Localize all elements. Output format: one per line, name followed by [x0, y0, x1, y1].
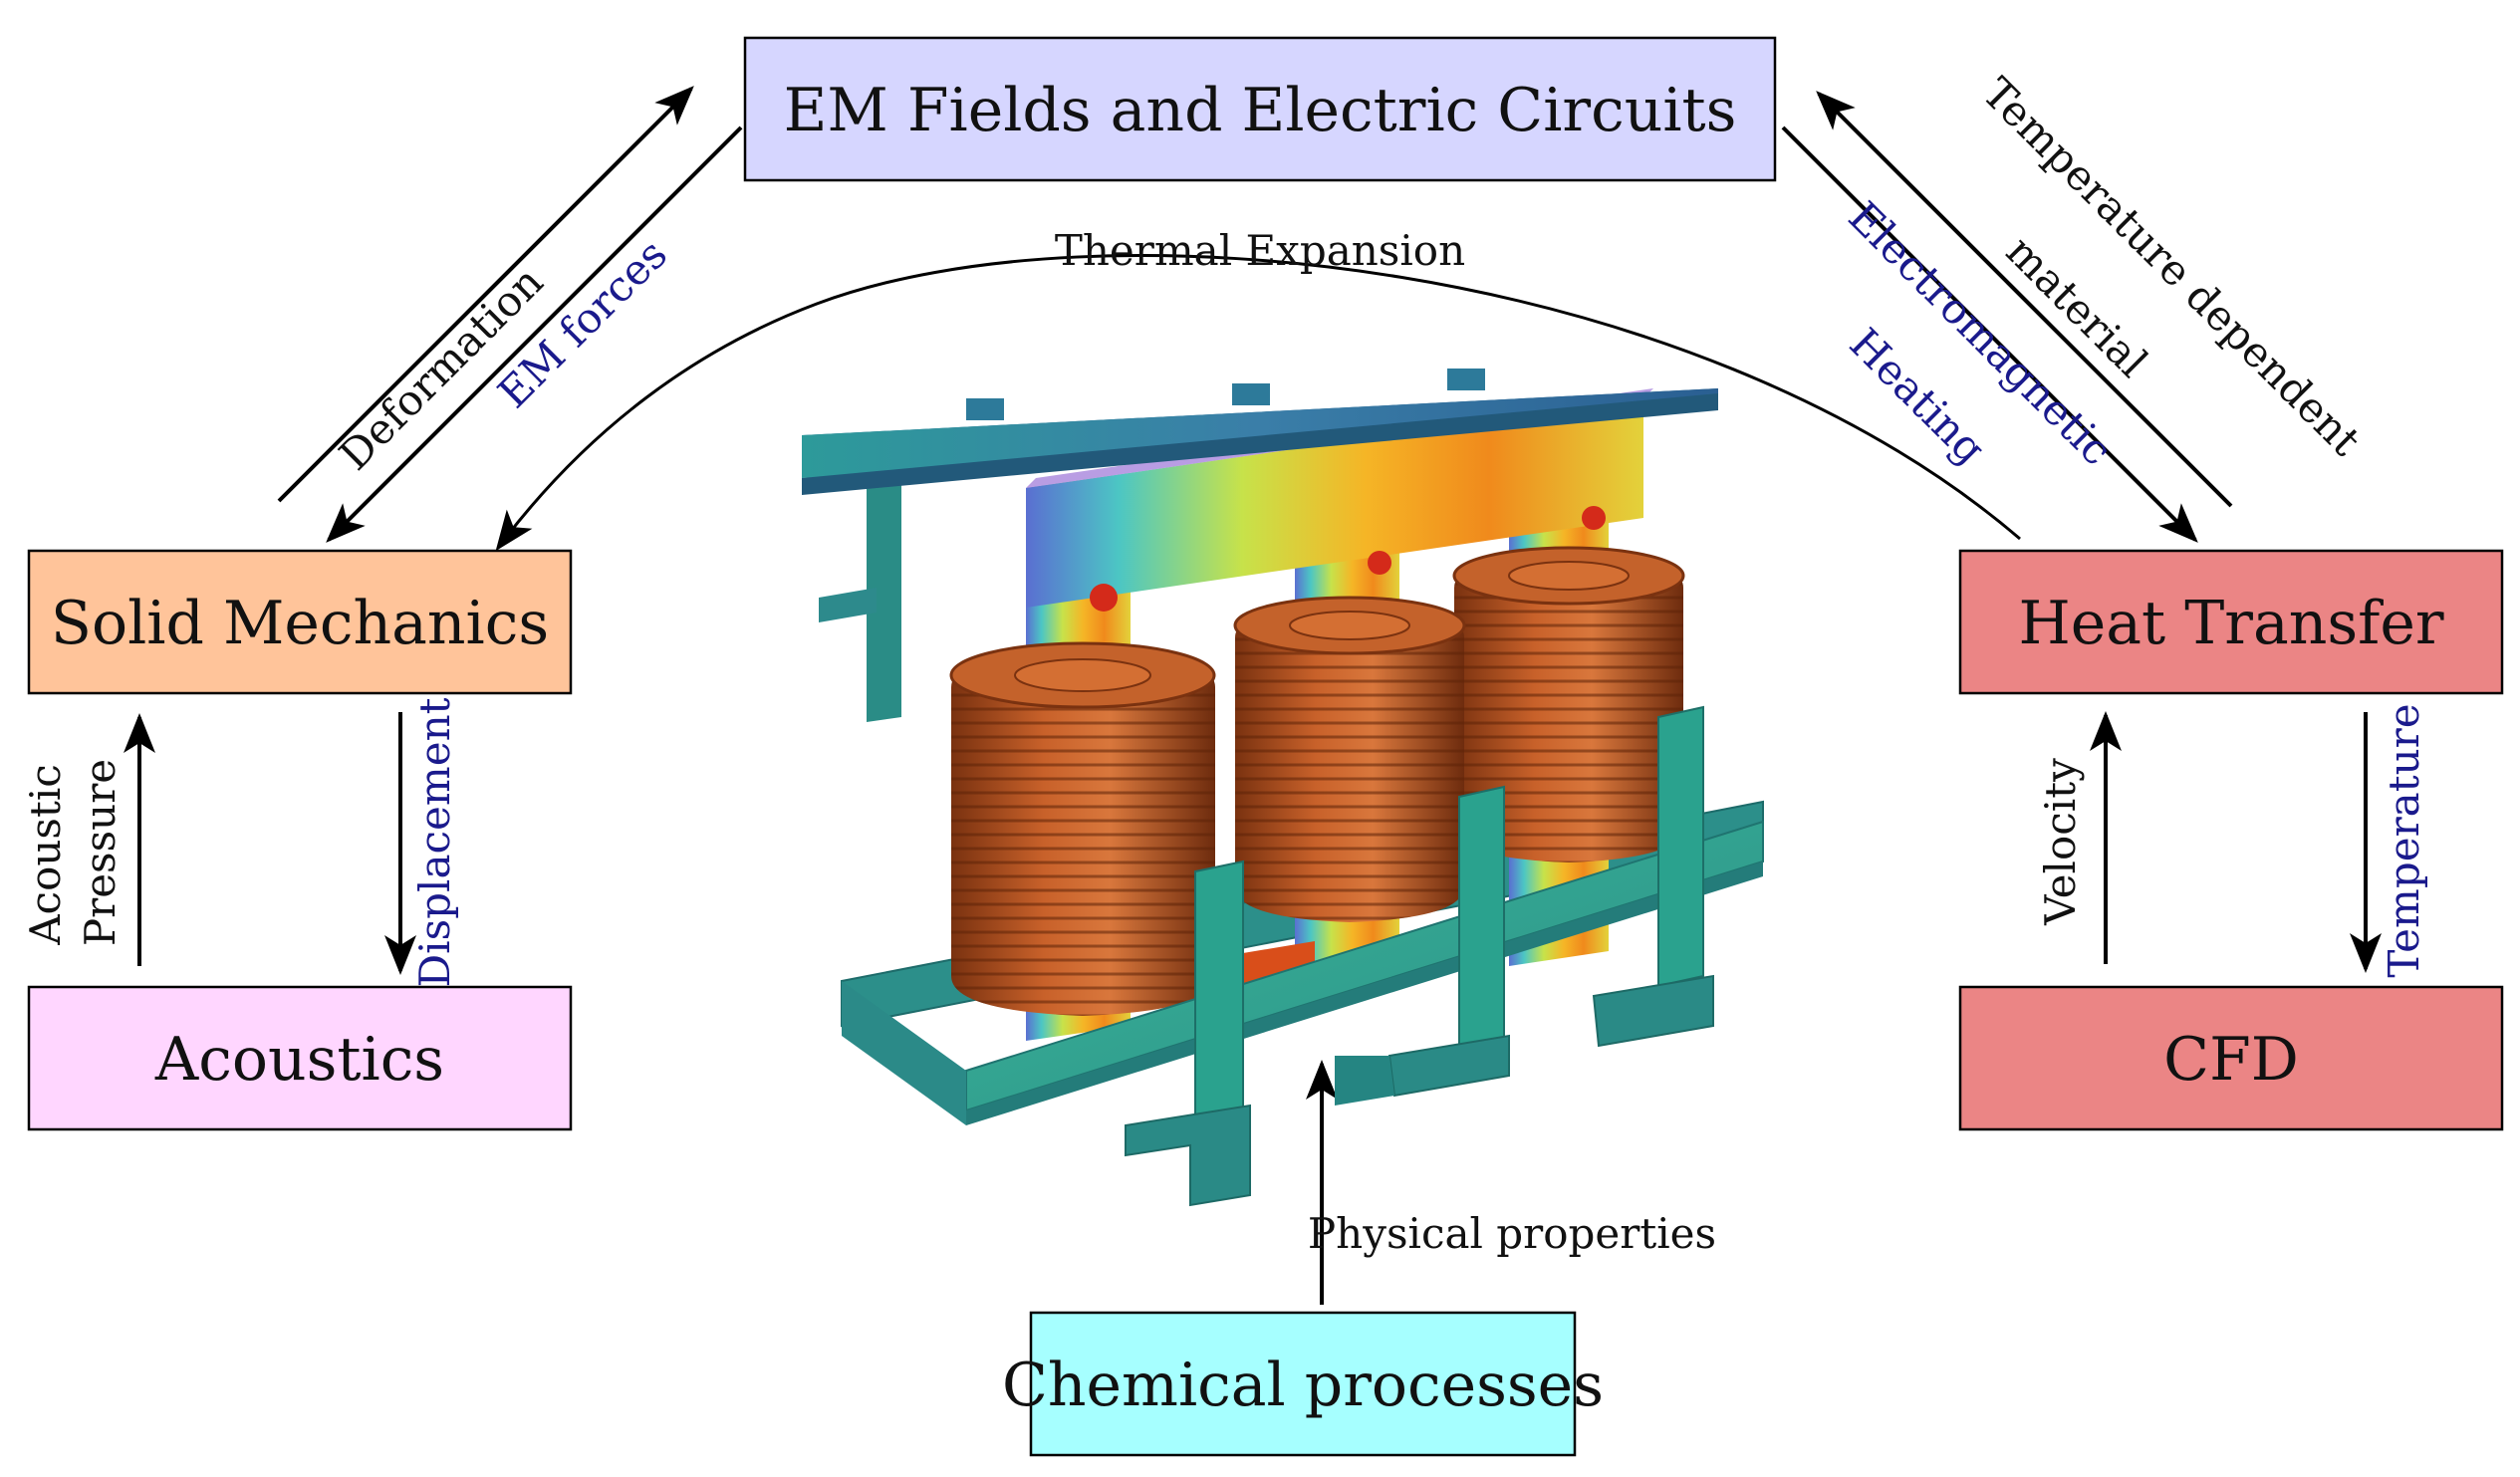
- arrow-deformation: [277, 86, 694, 503]
- node-em-fields-label: EM Fields and Electric Circuits: [784, 76, 1737, 145]
- label-pressure: Pressure: [76, 759, 125, 946]
- label-thermal-expansion: Thermal Expansion: [1055, 226, 1465, 275]
- node-chemical-processes-label: Chemical processes: [1002, 1351, 1604, 1420]
- arrow-thermal-expansion: [495, 254, 2021, 552]
- arrow-temperature-dependent: [1816, 91, 2233, 508]
- coil-left: [949, 641, 1216, 1016]
- label-acoustic: Acoustic: [21, 764, 70, 946]
- coil-right: [1452, 546, 1685, 862]
- node-acoustics-label: Acoustics: [154, 1025, 444, 1095]
- label-displacement: Displacement: [410, 697, 459, 987]
- arrow-electromagnetic-heating: [1781, 125, 2198, 543]
- node-heat-transfer: Heat Transfer: [1958, 549, 2504, 695]
- node-heat-transfer-label: Heat Transfer: [2018, 589, 2443, 658]
- node-cfd: CFD: [1958, 985, 2504, 1131]
- node-cfd-label: CFD: [2163, 1025, 2299, 1095]
- node-acoustics: Acoustics: [27, 985, 573, 1131]
- transformer-illustration: [802, 369, 1764, 1207]
- label-physical-properties: Physical properties: [1308, 1209, 1716, 1258]
- label-temperature: Temperature: [2380, 703, 2428, 977]
- label-velocity: Velocity: [2036, 758, 2085, 926]
- node-solid-mechanics: Solid Mechanics: [27, 549, 573, 695]
- coil-middle: [1233, 596, 1466, 922]
- node-em-fields: EM Fields and Electric Circuits: [743, 36, 1777, 182]
- node-chemical-processes: Chemical processes: [1002, 1311, 1604, 1457]
- arrow-em-forces: [326, 125, 743, 543]
- node-solid-mechanics-label: Solid Mechanics: [51, 589, 549, 658]
